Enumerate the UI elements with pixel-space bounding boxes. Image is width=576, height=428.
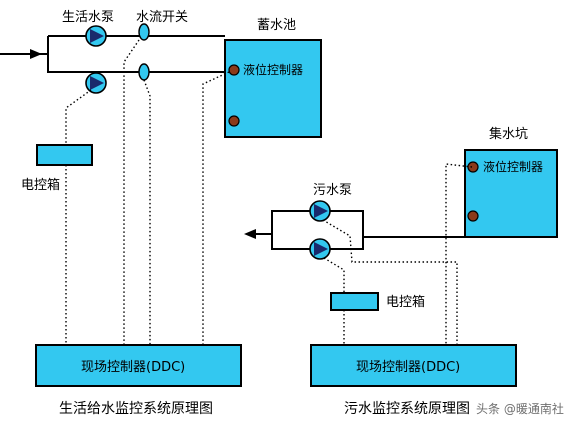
tank-label: 蓄水池 (257, 18, 296, 33)
signal-line (143, 79, 151, 345)
ddc-label: 现场控制器(DDC) (356, 360, 460, 375)
signal-line (322, 219, 458, 345)
flow-arrow-icon (30, 49, 42, 59)
diagram-caption: 污水监控系统原理图 (344, 401, 470, 417)
level-sensor-icon (228, 64, 240, 76)
ddc-label: 现场控制器(DDC) (81, 360, 185, 375)
sewage-pump-manifold (271, 210, 364, 250)
pump-icon (309, 200, 331, 222)
control-box (330, 292, 379, 311)
ddc-controller (310, 344, 517, 387)
domestic-water-system: 生活水泵 水流开关 蓄水池 液位控制器 电控箱 现场控制器(DDC) 生活给水监… (0, 10, 322, 417)
pump-branch-pipe (47, 36, 225, 73)
signal-line (445, 163, 473, 345)
flow-switch-label: 水流开关 (136, 10, 188, 25)
control-box-label: 电控箱 (21, 177, 60, 193)
signal-line (123, 39, 140, 370)
flow-arrow-icon (244, 229, 256, 239)
watermark: 头条 @暖通南社 (476, 401, 564, 416)
storage-tank (224, 39, 322, 138)
level-controller-label: 液位控制器 (243, 62, 303, 77)
diagram-caption: 生活给水监控系统原理图 (59, 401, 213, 417)
sump-pit (464, 149, 558, 238)
control-box (36, 144, 93, 166)
level-sensor-icon (467, 210, 479, 222)
ddc-controller (35, 344, 242, 387)
signal-line (202, 71, 230, 345)
pump-icon (309, 238, 331, 260)
pump-icon (85, 72, 107, 94)
level-sensor-icon (228, 115, 240, 127)
level-controller-label: 液位控制器 (483, 159, 543, 174)
sewage-system: 污水泵 集水坑 液位控制器 电控箱 现场控制器(DDC) 污水监控系统原理图 (244, 126, 558, 417)
pump-icon (85, 25, 107, 47)
control-box-label: 电控箱 (386, 294, 425, 310)
signal-line (65, 89, 92, 145)
flow-switch-icon (138, 23, 150, 41)
signal-line (323, 257, 345, 293)
flow-switch-icon (138, 63, 150, 81)
pump-label: 生活水泵 (62, 10, 114, 25)
pit-label: 集水坑 (489, 126, 528, 142)
level-sensor-icon (467, 161, 479, 173)
pump-label: 污水泵 (313, 183, 352, 198)
